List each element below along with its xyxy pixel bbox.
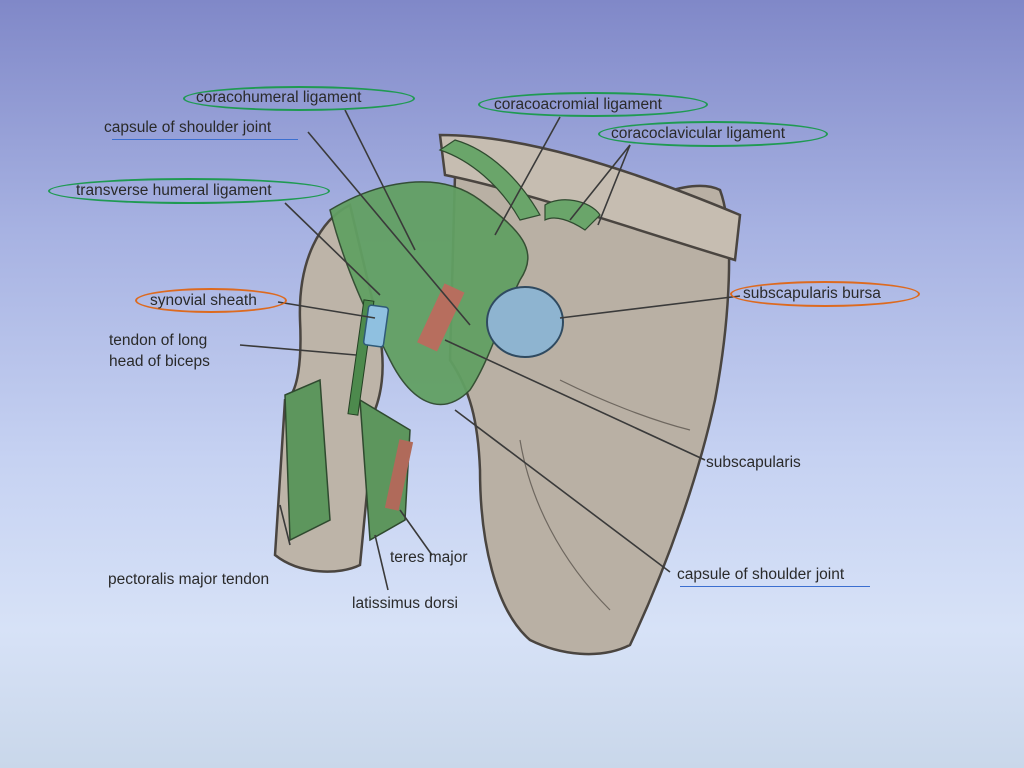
label-pectoralis-major-tendon: pectoralis major tendon bbox=[108, 571, 270, 588]
transverse-humeral-ligament-highlight bbox=[48, 178, 330, 204]
coracoacromial-ligament-highlight bbox=[478, 92, 708, 117]
cut-tendon-red bbox=[384, 439, 414, 511]
label-teres-major: teres major bbox=[390, 549, 468, 566]
label-tendon-of-long-head-line2: head of biceps bbox=[109, 353, 210, 370]
subscapularis-bursa-highlight bbox=[730, 281, 920, 307]
label-synovial-sheath: synovial sheath bbox=[150, 292, 257, 309]
capsule-top-underline bbox=[112, 139, 298, 140]
label-subscapularis: subscapularis bbox=[706, 454, 801, 471]
subscapularis-bursa-shape bbox=[486, 286, 564, 358]
ligament-bands bbox=[438, 139, 601, 231]
label-coracohumeral-ligament: coracohumeral ligament bbox=[196, 89, 362, 106]
cut-subscapularis-red bbox=[417, 283, 465, 352]
label-coracoacromial-ligament: coracoacromial ligament bbox=[494, 96, 662, 113]
label-capsule-of-shoulder-joint-top: capsule of shoulder joint bbox=[104, 119, 272, 136]
synovial-sheath-shape bbox=[362, 304, 390, 348]
label-latissimus-dorsi: latissimus dorsi bbox=[352, 595, 458, 612]
label-tendon-of-long-head-line1: tendon of long bbox=[109, 332, 208, 349]
synovial-sheath-highlight bbox=[135, 288, 287, 313]
label-subscapularis-bursa: subscapularis bursa bbox=[743, 285, 881, 302]
leader-lines bbox=[239, 109, 741, 591]
label-coracoclavicular-ligament: coracoclavicular ligament bbox=[611, 125, 786, 142]
capsule-bottom-underline bbox=[680, 586, 870, 587]
label-transverse-humeral-ligament: transverse humeral ligament bbox=[76, 182, 272, 199]
label-capsule-of-shoulder-joint-bottom: capsule of shoulder joint bbox=[677, 566, 845, 583]
coracohumeral-ligament-highlight bbox=[183, 86, 415, 111]
coracoclavicular-ligament-highlight bbox=[598, 121, 828, 147]
pectoralis-major-tendon-muscle bbox=[284, 378, 331, 542]
